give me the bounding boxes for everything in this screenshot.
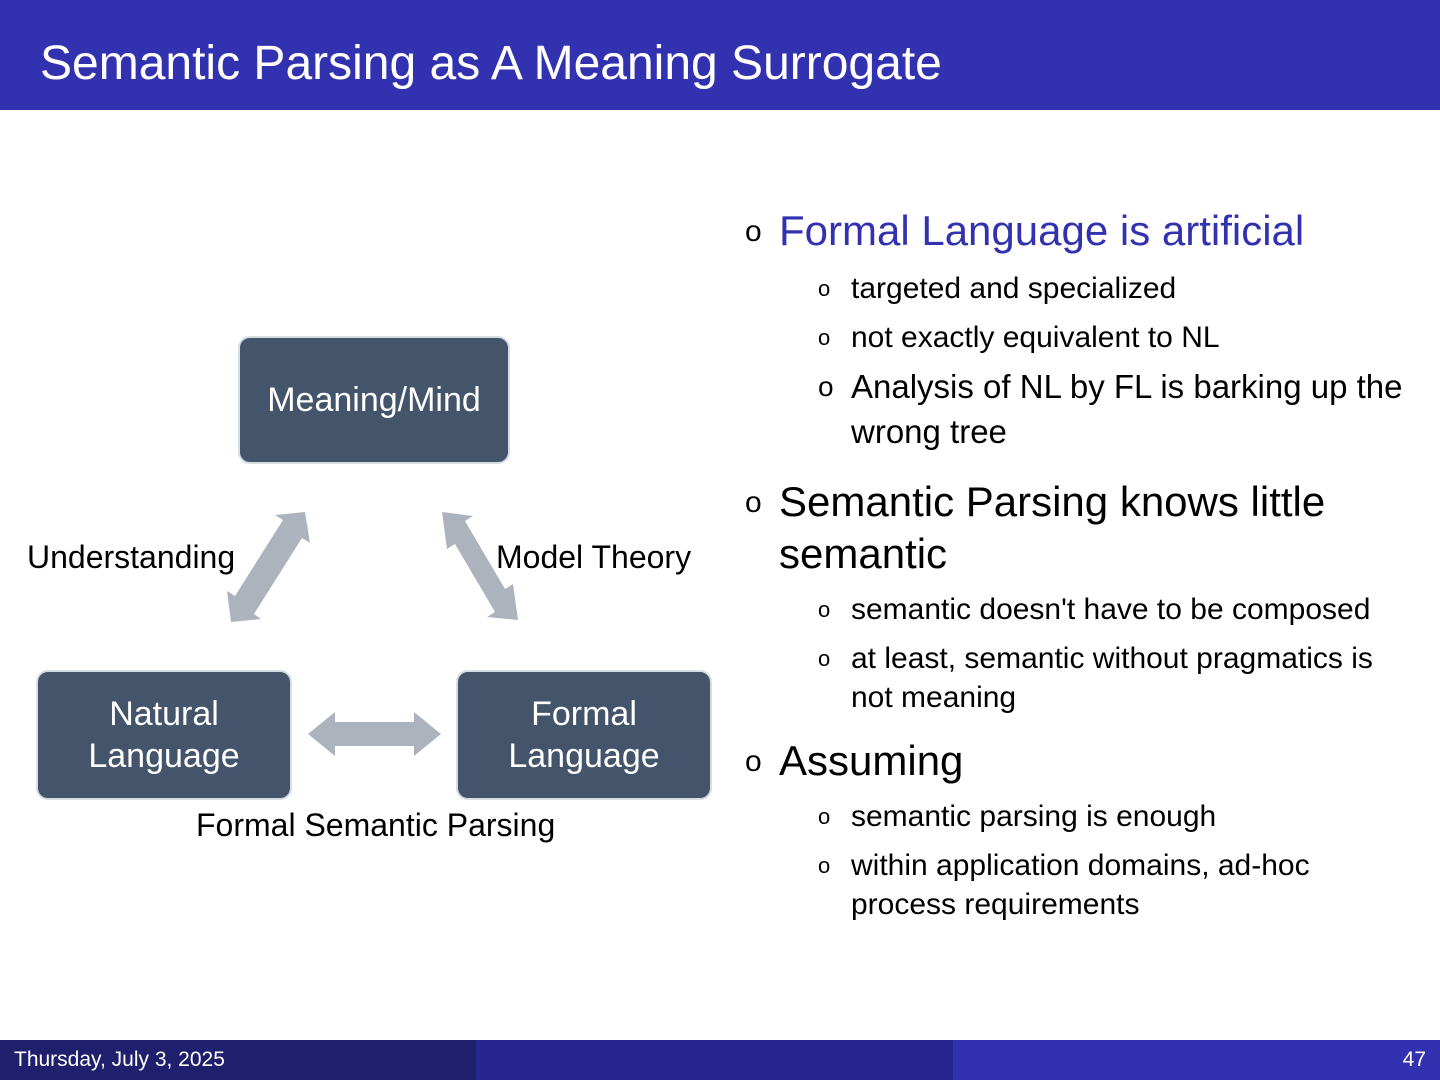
sub-bullet: o within application domains, ad-hoc pro… [745,846,1405,924]
bullet-assuming: o Assuming [745,735,1405,787]
formal-language-label: Formal Language [508,695,660,775]
diagram-arrows [227,512,518,756]
understanding-label: Understanding [27,539,236,575]
sub-bullet-marker: o [818,804,831,829]
sub-bullet-text: semantic doesn't have to be composed [851,593,1371,626]
bullet-marker: o [745,486,762,519]
footer-segment-mid [476,1040,953,1080]
sub-bullet: o not exactly equivalent to NL [745,318,1405,357]
understanding-arrow [227,512,310,622]
meaning-mind-label: Meaning/Mind [267,381,481,419]
formal-semantic-parsing-label: Formal Semantic Parsing [196,807,556,843]
slide-title: Semantic Parsing as A Meaning Surrogate [40,37,942,90]
formal-semantic-parsing-arrow [308,712,441,756]
bullet-text: Formal Language is artificial [779,207,1305,254]
model-theory-arrow [442,512,518,620]
bullet-text: Assuming [779,737,964,784]
sub-bullet: o targeted and specialized [745,269,1405,308]
bullet-marker: o [745,745,762,778]
bullet-formal-language: o Formal Language is artificial [745,205,1405,257]
sub-bullet: o semantic doesn't have to be composed [745,590,1405,629]
sub-bullet-text: at least, semantic without pragmatics is… [851,642,1373,714]
formal-language-node: Formal Language [456,670,712,800]
bullet-text: Semantic Parsing knows little semantic [779,478,1326,577]
sub-bullet-text: semantic parsing is enough [851,800,1217,833]
relationship-diagram: Meaning/Mind Natural Language Formal Lan… [0,300,740,860]
sub-bullet-marker: o [818,371,834,402]
sub-bullet-marker: o [818,276,831,301]
sub-bullet-marker: o [818,325,831,350]
sub-bullet: o semantic parsing is enough [745,797,1405,836]
sub-bullet: o at least, semantic without pragmatics … [745,639,1405,717]
sub-bullet-marker: o [818,646,831,671]
sub-bullet-text: within application domains, ad-hoc proce… [851,849,1310,921]
page-number: 47 [1402,1048,1426,1071]
bullet-list: o Formal Language is artificial o target… [745,200,1405,924]
natural-language-node: Natural Language [36,670,292,800]
natural-language-label: Natural Language [88,695,240,775]
footer-segment-dark [0,1040,476,1080]
model-theory-label: Model Theory [496,539,692,575]
footer-bar: Thursday, July 3, 2025 47 [0,1040,1440,1080]
bullet-marker: o [745,215,762,248]
sub-bullet-marker: o [818,597,831,622]
footer-date: Thursday, July 3, 2025 [14,1048,225,1071]
title-bar: Semantic Parsing as A Meaning Surrogate [0,0,1440,110]
sub-bullet-text: targeted and specialized [851,272,1177,305]
bullet-semantic-parsing: o Semantic Parsing knows little semantic [745,476,1405,580]
footer-segment-light [953,1040,1440,1080]
sub-bullet-text: not exactly equivalent to NL [851,321,1220,354]
meaning-mind-node: Meaning/Mind [238,336,510,464]
sub-bullet-marker: o [818,853,831,878]
sub-bullet-text: Analysis of NL by FL is barking up the w… [851,368,1403,450]
sub-bullet: o Analysis of NL by FL is barking up the… [745,364,1405,454]
